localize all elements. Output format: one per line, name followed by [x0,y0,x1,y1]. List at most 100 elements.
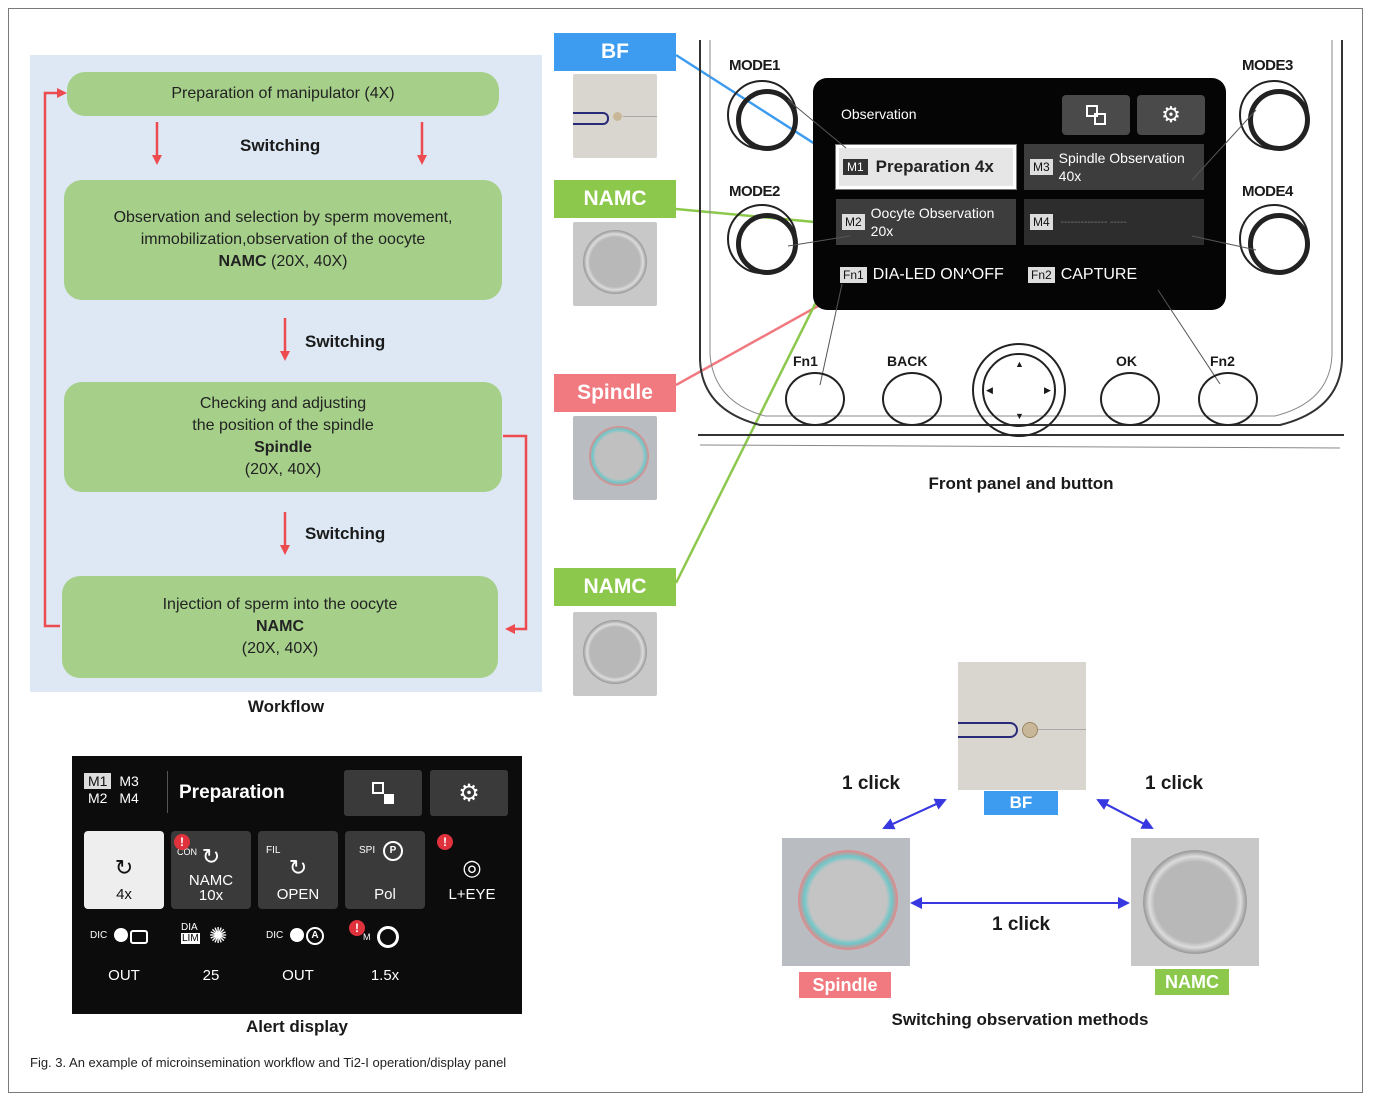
alert-display-caption: Alert display [245,1017,349,1036]
ok-button[interactable] [1100,372,1160,426]
back-button[interactable] [882,372,942,426]
mode1-knob[interactable] [727,80,798,151]
bf-label: BF [554,33,676,71]
m1-text: Preparation 4x [875,157,994,176]
up-arrow-icon: ▲ [1015,359,1024,369]
workflow-caption: Workflow [247,697,325,716]
spindle-tag: Spindle [799,972,891,998]
magnifier-label: 1.5x [370,967,400,984]
switching-label: Switching [240,136,321,155]
front-panel-caption: Front panel and button [928,474,1114,493]
right-arrow-icon: ▶ [1044,385,1051,395]
alert-icon: ! [437,834,453,850]
bf-image [958,662,1086,790]
step-mag: (20X, 40X) [270,253,348,270]
settings-button[interactable]: ⚙ [1137,95,1205,135]
workflow-step-1: Preparation of manipulator (4X) [67,72,499,116]
toggle-icon [290,928,304,942]
namc-thumbnail [573,222,657,306]
click-label-bottom: 1 click [992,914,1051,935]
gear-icon: ⚙ [458,779,480,807]
namc2-thumbnail [573,612,657,696]
eye-camera-icon: ◎ [462,855,482,880]
fn1-text: DIA-LED ON^OFF [872,266,1004,283]
mode4-label: MODE4 [1242,183,1293,200]
mode4-knob[interactable] [1239,204,1310,275]
m3-tag: M3 [119,773,139,789]
fn1-button-label: Fn1 [793,353,818,369]
dia-prefix: DIA [181,922,198,933]
m1-slot[interactable]: M1 Preparation 4x [835,144,1017,190]
m4-tag: M4 [119,790,139,806]
direction-pad[interactable]: ▲ ▼ ◀ ▶ [972,343,1066,437]
lim-prefix: LIM [181,933,200,944]
analyzer-icon: A [306,927,324,945]
filter-prefix: FIL [266,845,281,856]
mode3-knob[interactable] [1239,80,1310,151]
divider [167,771,168,813]
loop-back-arrow [43,88,67,628]
spindle-thumbnail [573,416,657,500]
spindle-button[interactable]: SPI P Pol [345,831,425,909]
workflow-step-4: Injection of sperm into the oocyte NAMC … [62,576,498,678]
mode-selector: M1 M3 M2 M4 [84,773,139,807]
step-method: Spindle [254,439,312,456]
screen-title: Observation [841,106,917,122]
step-text: Checking and adjusting [199,395,367,412]
down-arrow-icon: ▼ [1015,411,1024,421]
left-arrow-icon: ◀ [986,385,993,395]
dia-lim-button[interactable]: DIA LIM ✺ 25 [171,918,251,990]
fn2-button[interactable] [1198,372,1258,426]
alert-icon: ! [349,920,365,936]
objective-label: 4x [116,886,132,903]
fn1-button[interactable] [785,372,845,426]
alert-icon: ! [174,834,190,850]
step-text: Preparation of manipulator (4X) [171,85,395,102]
m3-slot[interactable]: M3 Spindle Observation 40x [1024,144,1204,190]
step-mag: (20X, 40X) [241,640,319,657]
step-method: NAMC [218,253,267,270]
fn2-text: CAPTURE [1060,266,1138,283]
fn1-assignment: Fn1 DIA-LED ON^OFF [840,266,1004,284]
dic-analyzer-label: OUT [282,967,314,984]
fn2-assignment: Fn2 CAPTURE [1028,266,1137,284]
dic-analyzer-button[interactable]: DIC A OUT [258,918,338,990]
click-label-right: 1 click [1145,773,1204,794]
namc-image [1131,838,1259,966]
filter-label: OPEN [276,886,320,903]
layout-icon [372,782,394,804]
m2-tag: M2 [842,214,865,230]
workflow-step-2: Observation and selection by sperm movem… [64,180,502,300]
step-mag: (20X, 40X) [244,461,322,478]
settings-button[interactable]: ⚙ [430,770,508,816]
skip-arrow [503,434,528,634]
workflow-step-3: Checking and adjusting the position of t… [64,382,502,492]
polarizer-icon: P [383,841,403,861]
condenser-label-2: 10x [198,887,224,904]
m4-tag: M4 [1030,214,1053,230]
m4-slot[interactable]: M4 -------------- ----- [1024,199,1204,245]
layout-button[interactable] [1062,95,1130,135]
step-text: the position of the spindle [192,417,374,434]
magnifier-icon [377,926,399,948]
spindle-image [782,838,910,966]
figure-frame [8,8,1363,1093]
dic-button[interactable]: DIC OUT [84,918,164,990]
objective-button[interactable]: ↻ 4x [84,831,164,909]
m2-tag: M2 [88,790,108,806]
m2-slot[interactable]: M2 Oocyte Observation 20x [836,199,1016,245]
filter-button[interactable]: FIL ↻ OPEN [258,831,338,909]
layout-button[interactable] [344,770,422,816]
layout-icon [1086,105,1106,125]
switching-label: Switching [305,332,386,351]
toggle-icon [114,928,128,942]
magnifier-prefix: M [363,932,371,942]
m1-tag: M1 [84,773,112,789]
mode2-label: MODE2 [729,183,780,200]
mode2-knob[interactable] [727,204,798,275]
dic-prefix: DIC [266,930,284,941]
switch-arrow [1096,799,1153,829]
back-button-label: BACK [887,353,928,369]
m3-text-line2: 40x [1058,168,1082,184]
